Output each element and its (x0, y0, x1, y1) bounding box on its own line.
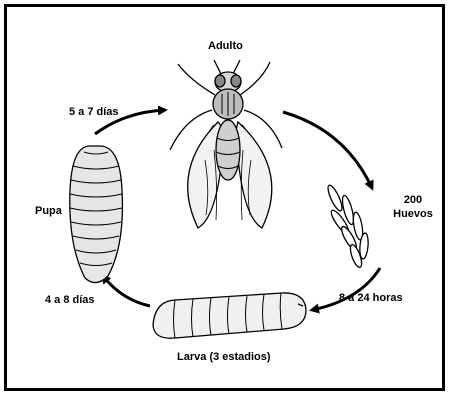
duration-label-pupa-to-adult: 5 a 7 días (69, 106, 119, 119)
stage-label-eggs-count: 200 (386, 194, 440, 207)
adult-fly-illustration (170, 60, 282, 228)
arrow-adult-to-eggs (283, 112, 372, 188)
pupa-illustration (70, 146, 123, 283)
eggs-illustration (325, 184, 369, 269)
stage-label-eggs: Huevos (386, 208, 440, 221)
duration-label-egg-to-larva: 8 a 24 horas (339, 292, 403, 305)
stage-label-adult: Adulto (208, 40, 243, 53)
stage-label-pupa: Pupa (35, 205, 62, 218)
stage-label-larva: Larva (3 estadios) (177, 351, 271, 364)
arrow-larva-to-pupa (103, 276, 150, 306)
duration-label-larva-to-pupa: 4 a 8 días (45, 294, 95, 307)
larva-illustration (153, 293, 306, 338)
